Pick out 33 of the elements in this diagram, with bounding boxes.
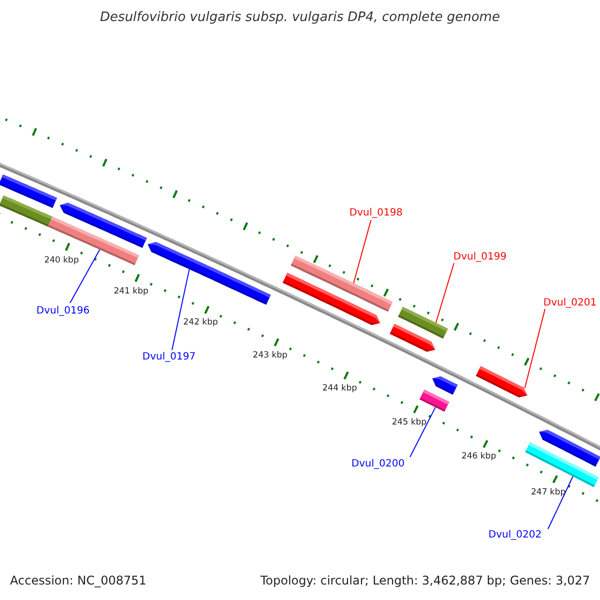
gene-bar: [290, 256, 393, 312]
gene-bar: [525, 442, 599, 488]
scale-label: 246 kbp: [461, 452, 496, 462]
leader-line: [172, 268, 190, 350]
title: Desulfovibrio vulgaris subsp. vulgaris DP4, complete genome: [100, 10, 500, 26]
leader-line: [524, 308, 546, 389]
gene-bar: [432, 376, 458, 395]
scale-label: 244 kbp: [322, 384, 357, 394]
gene-label: Dvul_0197: [142, 352, 196, 362]
leader-line: [410, 406, 436, 458]
gene-bar: [398, 306, 448, 339]
gene-bar: [148, 242, 271, 305]
gene-label: Dvul_0202: [488, 530, 542, 540]
gene-bar: [420, 390, 450, 412]
gene-label: Dvul_0199: [453, 252, 507, 262]
scale-label: 242 kbp: [183, 318, 218, 328]
gene-label: Dvul_0200: [351, 458, 405, 470]
gene-bar: [0, 195, 52, 227]
gene-label: Dvul_0196: [36, 306, 90, 316]
scale-label: 247 kbp: [531, 488, 566, 498]
leader-line: [548, 476, 574, 530]
leader-line: [353, 220, 372, 284]
scale-label: 243 kbp: [252, 351, 288, 361]
genome-info-text: Topology: circular; Length: 3,462,887 bp; Genes: 3,027: [260, 574, 590, 588]
scale-label: 241 kbp: [114, 286, 148, 296]
leader-line: [435, 262, 454, 324]
gene-label: Dvul_0198: [349, 208, 403, 218]
gene-bar: [476, 366, 528, 398]
scale-label: 245 kbp: [392, 418, 427, 428]
accession-text: Accession: NC_008751: [10, 574, 146, 588]
leader-line: [70, 249, 100, 304]
gene-label: Dvul_0201: [543, 298, 597, 308]
scale-label: 240 kbp: [44, 256, 79, 266]
